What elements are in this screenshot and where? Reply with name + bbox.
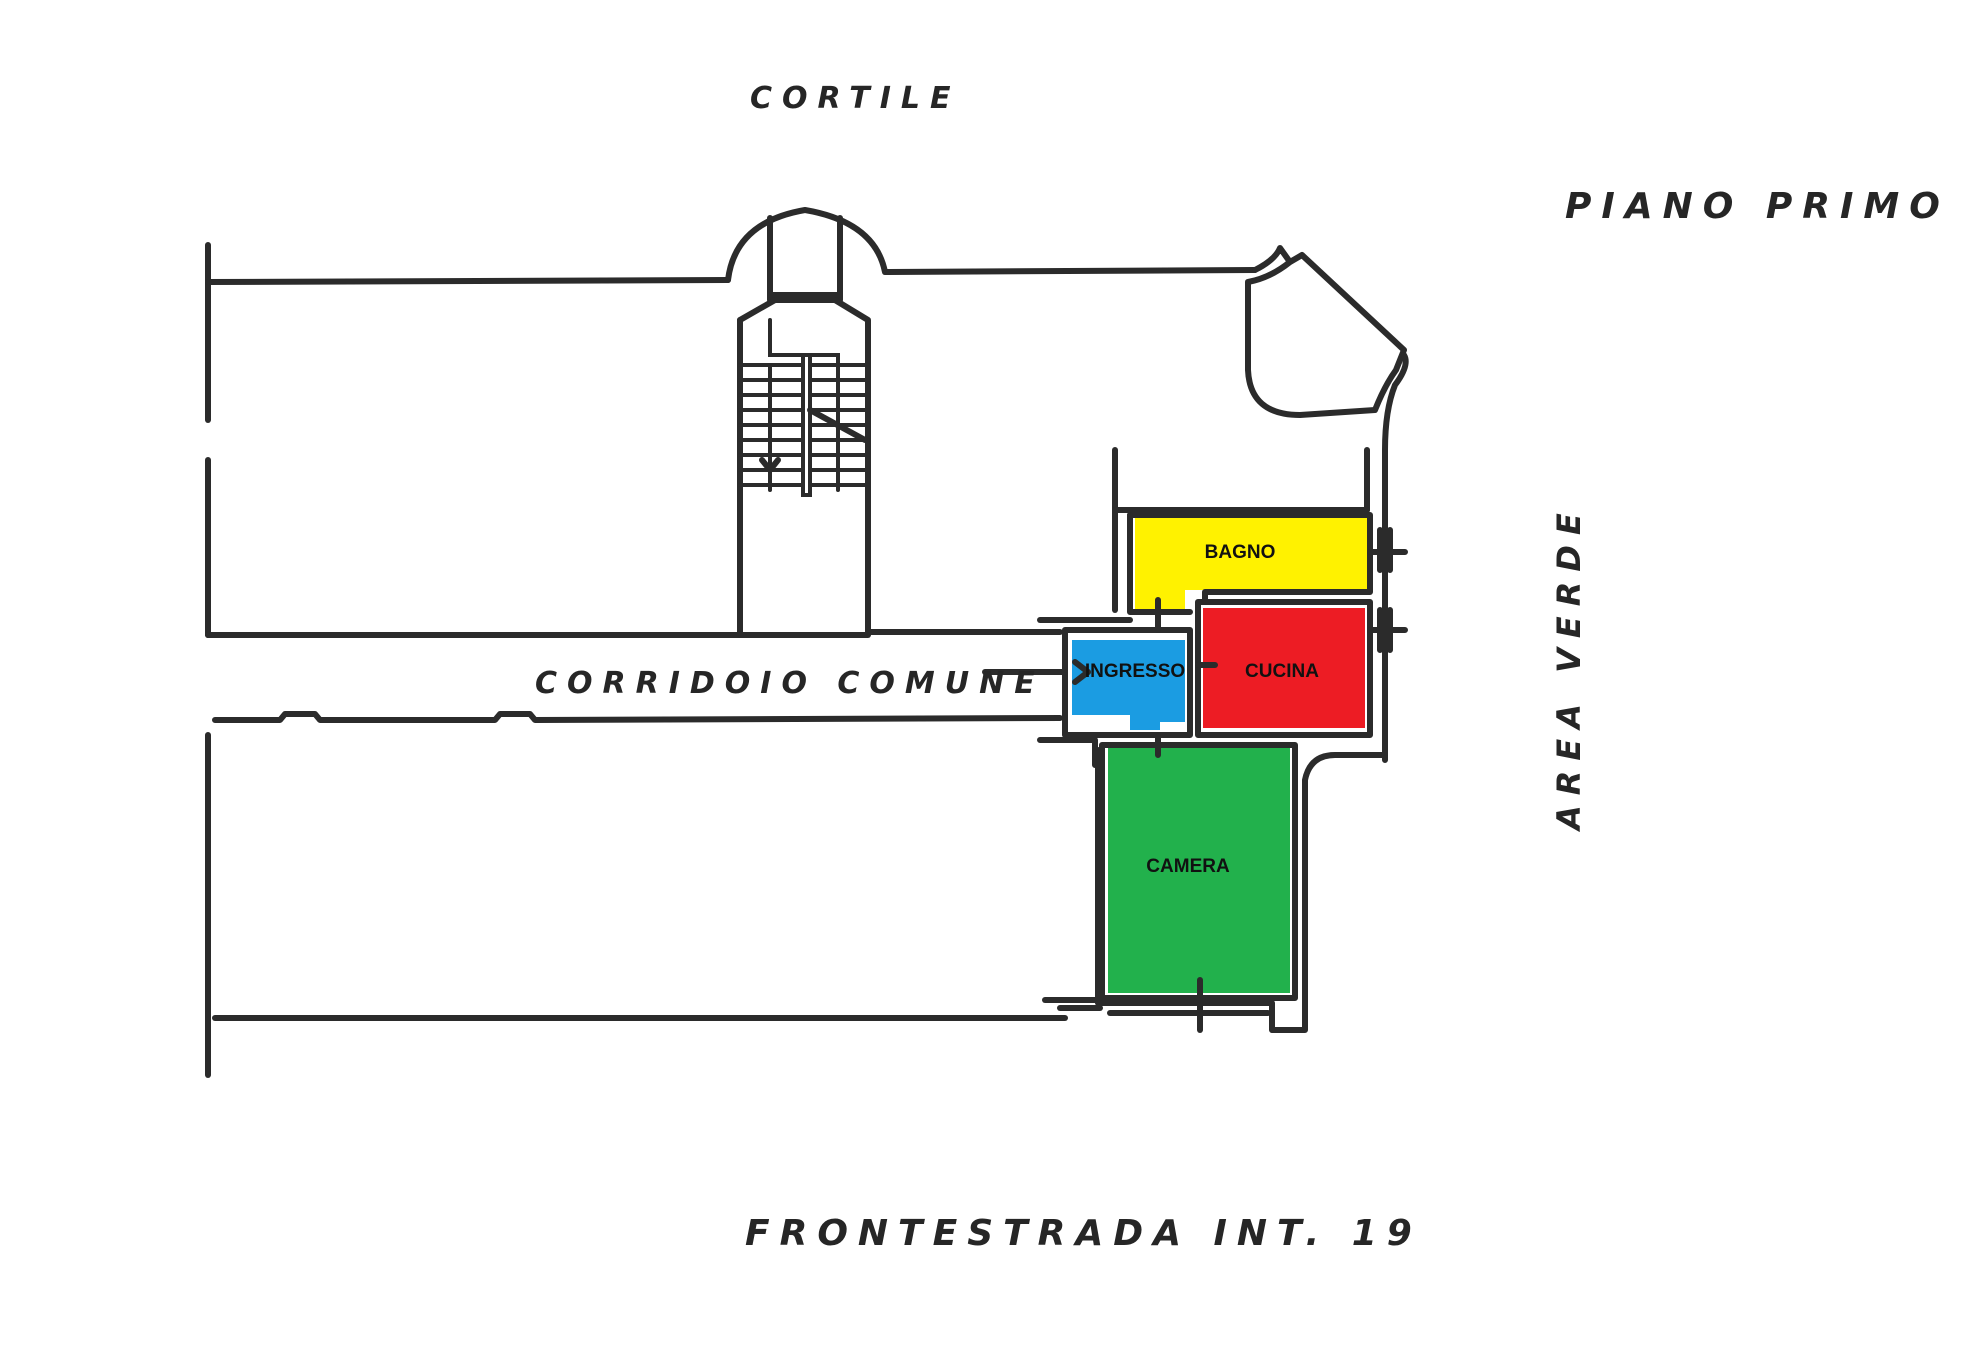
label-frontestrada: FRONTESTRADA INT. 19 (745, 1213, 1422, 1254)
label-piano-primo: PIANO PRIMO (1565, 186, 1950, 227)
room-label-ingresso: INGRESSO (1085, 661, 1185, 682)
annotations: CORTILE PIANO PRIMO CORRIDOIO COMUNE ARE… (535, 81, 1950, 1254)
room-camera-fill (1108, 748, 1290, 993)
room-ingresso-fill (1072, 640, 1185, 730)
label-corridoio-comune: CORRIDOIO COMUNE (535, 666, 1045, 701)
stair-steps (738, 353, 870, 497)
entrance-arrow-icon (1072, 659, 1091, 685)
room-label-camera: CAMERA (1146, 856, 1230, 877)
label-cortile: CORTILE (750, 81, 961, 116)
building-walls (205, 207, 1409, 1078)
room-label-bagno: BAGNO (1205, 542, 1276, 563)
room-bagno-fill (1135, 518, 1367, 590)
stair-arrow-icon (759, 457, 781, 473)
room-fills (1072, 518, 1367, 993)
room-cucina-fill (1203, 608, 1365, 728)
apartment-walls (982, 512, 1408, 1033)
label-area-verde: AREA VERDE (1550, 503, 1588, 833)
room-label-cucina: CUCINA (1245, 661, 1319, 682)
room-labels: BAGNO CUCINA INGRESSO CAMERA (1085, 542, 1319, 877)
